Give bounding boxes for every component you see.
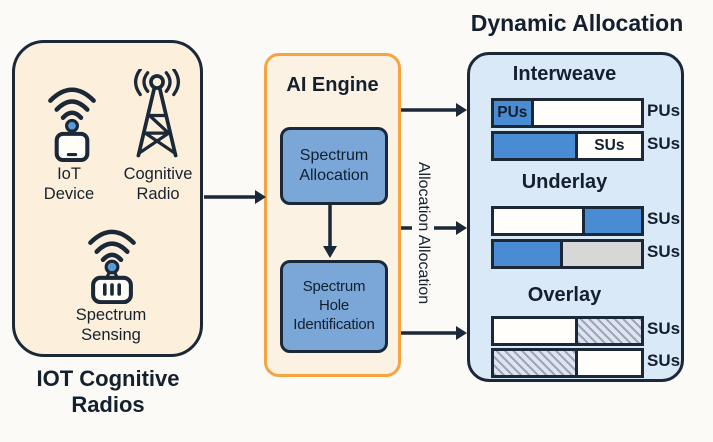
bar-segment-gray — [563, 242, 641, 266]
bar-segment-white — [533, 101, 641, 125]
bar-segment-hatch — [577, 319, 641, 343]
bar-segment-blue — [494, 134, 578, 158]
bar-box — [491, 316, 644, 346]
bar-segment-blue: PUs — [494, 101, 534, 125]
bar-segment-white — [494, 319, 578, 343]
dynamic-allocation-panel: Interweave PUs PUs SUs SUs Underlay SUs … — [467, 52, 684, 382]
bar-label: SUs — [647, 134, 681, 153]
bar-label: SUs — [647, 209, 681, 228]
bar-segment-hatch — [494, 351, 578, 375]
iot-cognitive-radios-title: IOT Cognitive Radios — [36, 366, 180, 418]
bar-box — [491, 206, 644, 236]
bar-label: SUs — [647, 319, 681, 338]
spectrum-hole-identification-block: Spectrum Hole Identification — [280, 260, 388, 353]
cognitive-radio-label: Cognitive Radio — [123, 165, 193, 203]
bar-box — [491, 348, 644, 378]
bar-box: SUs — [491, 131, 644, 161]
bar-label: SUs — [647, 242, 681, 261]
iot-cognitive-radios-box: IoT Device Cognitive Radio Spectrum Sens… — [12, 40, 203, 357]
bar-segment-white: SUs — [577, 134, 641, 158]
segment-inner-label: PUs — [497, 104, 528, 121]
spectrum-sensing-icon — [88, 229, 136, 304]
spectrum-sensing-label: Spectrum Sensing — [75, 306, 147, 344]
bar-box — [491, 239, 644, 269]
bar-label: SUs — [647, 351, 681, 370]
iot-device-label: IoT Device — [43, 165, 95, 203]
bar-segment-blue — [494, 242, 564, 266]
bar-box: PUs — [491, 98, 644, 128]
spectrum-allocation-block: Spectrum Allocation — [280, 127, 388, 205]
cognitive-radio-icon — [133, 69, 181, 158]
overlay-sus-bar-1: SUs — [491, 316, 687, 346]
allocation-flow-label: Allocation Allocation — [415, 161, 432, 305]
bar-segment-white — [577, 351, 641, 375]
interweave-sus-bar: SUs SUs — [491, 131, 687, 161]
bar-segment-blue — [585, 209, 641, 233]
underlay-sus-bar-1: SUs — [491, 206, 687, 236]
dynamic-allocation-title: Dynamic Allocation — [470, 10, 684, 36]
segment-inner-label: SUs — [594, 137, 625, 154]
interweave-pus-bar: PUs PUs — [491, 98, 687, 128]
overlay-heading: Overlay — [527, 284, 602, 306]
underlay-sus-bar-2: SUs — [491, 239, 687, 269]
ai-engine-title: AI Engine — [286, 74, 379, 96]
underlay-heading: Underlay — [521, 171, 608, 193]
bar-label: PUs — [647, 101, 681, 120]
bar-segment-white — [494, 209, 586, 233]
interweave-heading: Interweave — [512, 63, 617, 85]
iot-device-icon — [48, 87, 96, 162]
overlay-sus-bar-2: SUs — [491, 348, 687, 378]
ai-engine-box: AI Engine Spectrum Allocation Spectrum H… — [264, 53, 401, 377]
